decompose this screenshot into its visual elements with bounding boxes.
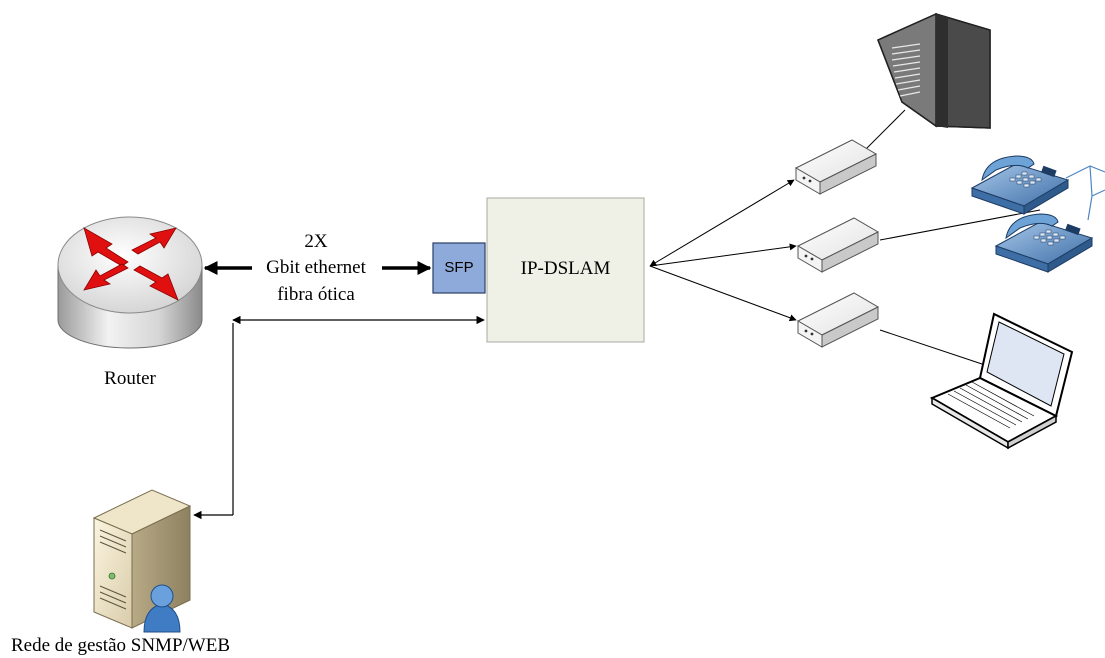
dslam-label: IP-DSLAM [520,258,611,279]
dsl-modem-icon [794,139,878,195]
laptop-icon [929,312,1074,450]
server-with-user-icon [92,489,192,633]
dslam-to-modem1 [649,179,795,267]
dsl-modem-icon [796,217,880,273]
dslam-box [486,197,645,343]
desk-telephone-icon [970,155,1070,215]
router-icon [57,216,203,349]
link-label-line3: fibra ótica [277,284,355,305]
link-label-line2: Gbit ethernet [266,257,366,278]
sfp-module [432,242,486,294]
management-network-label: Rede de gestão SNMP/WEB [11,635,231,656]
phone-cord [1065,165,1105,221]
modem3-to-laptop [879,329,986,366]
modem2-to-phone [879,209,1041,241]
link-label-line1: 2X [304,231,328,252]
sfp-label: SFP [444,259,474,276]
user-icon [143,584,181,633]
crt-television-icon [877,12,991,129]
dslam-to-modem2 [649,243,797,267]
router-label: Router [104,368,156,389]
dslam-to-modem3 [649,265,797,322]
dsl-modem-icon [796,292,880,348]
modem1-to-tv [859,109,906,156]
desk-telephone-icon [994,213,1094,273]
